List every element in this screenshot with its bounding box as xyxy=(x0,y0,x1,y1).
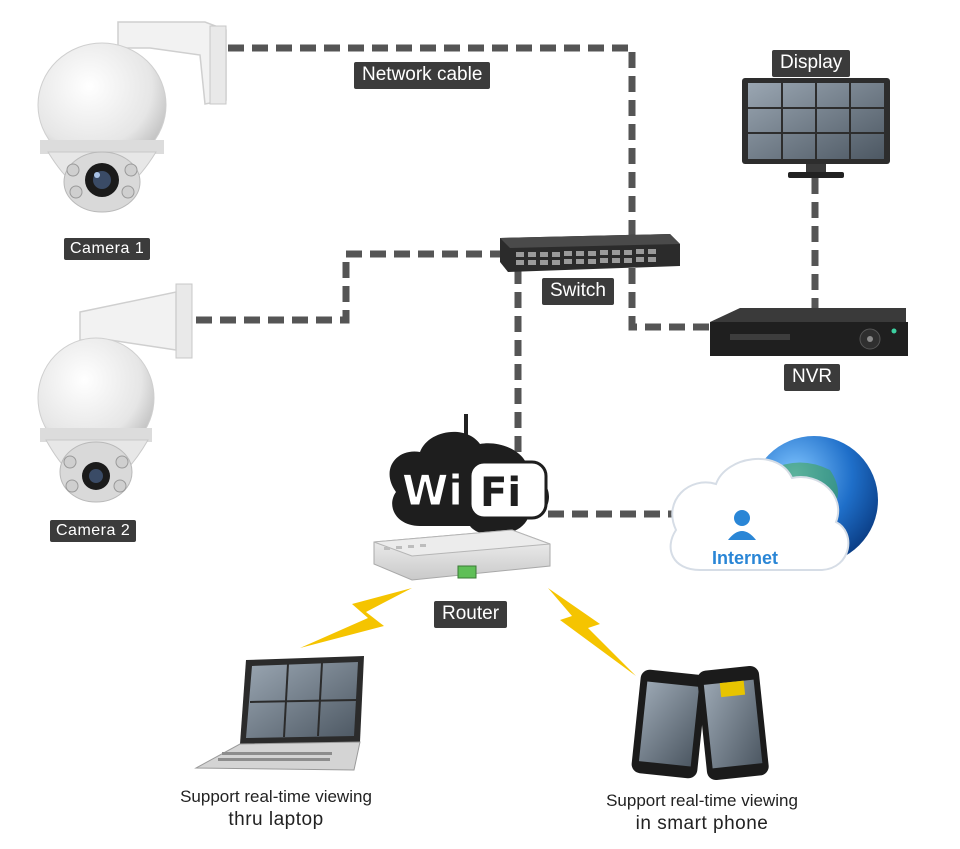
phone-caption-line2: in smart phone xyxy=(635,813,769,834)
camera1-icon xyxy=(37,21,227,213)
wifi-logo-left: Wi xyxy=(402,466,463,515)
phone-caption: Support real-time viewing in smart phone xyxy=(602,790,802,836)
internet-icon xyxy=(669,436,878,571)
phone-caption-line1: Support real-time viewing xyxy=(606,791,798,810)
nvr-label: NVR xyxy=(784,364,841,391)
wifi-logo-right: Fi xyxy=(480,470,521,516)
switch-label: Switch xyxy=(542,278,614,305)
nvr-icon xyxy=(710,308,908,356)
cable-camera2-switch xyxy=(196,250,506,324)
laptop-caption: Support real-time viewing thru laptop xyxy=(176,786,376,832)
display-icon xyxy=(742,78,890,178)
laptop-caption-line2: thru laptop xyxy=(228,809,324,830)
cable-camera1-switch xyxy=(228,44,636,243)
laptop-icon xyxy=(194,656,364,771)
smartphone-icon xyxy=(631,665,769,781)
camera2-label: Camera 2 xyxy=(50,520,137,542)
internet-label: Internet xyxy=(712,548,779,568)
camera1-label: Camera 1 xyxy=(64,238,151,260)
wireless-signal-phone-icon xyxy=(548,588,636,676)
router-label: Router xyxy=(434,601,508,628)
network-cable-label: Network cable xyxy=(354,62,491,89)
laptop-caption-line1: Support real-time viewing xyxy=(180,787,372,806)
camera2-icon xyxy=(37,283,193,503)
wifi-router-icon: Wi Fi xyxy=(373,414,551,581)
display-label: Display xyxy=(772,50,851,77)
switch-icon xyxy=(500,234,680,272)
wireless-signal-laptop-icon xyxy=(300,588,412,648)
network-cables xyxy=(196,44,819,518)
cable-switch-nvr xyxy=(628,268,710,331)
